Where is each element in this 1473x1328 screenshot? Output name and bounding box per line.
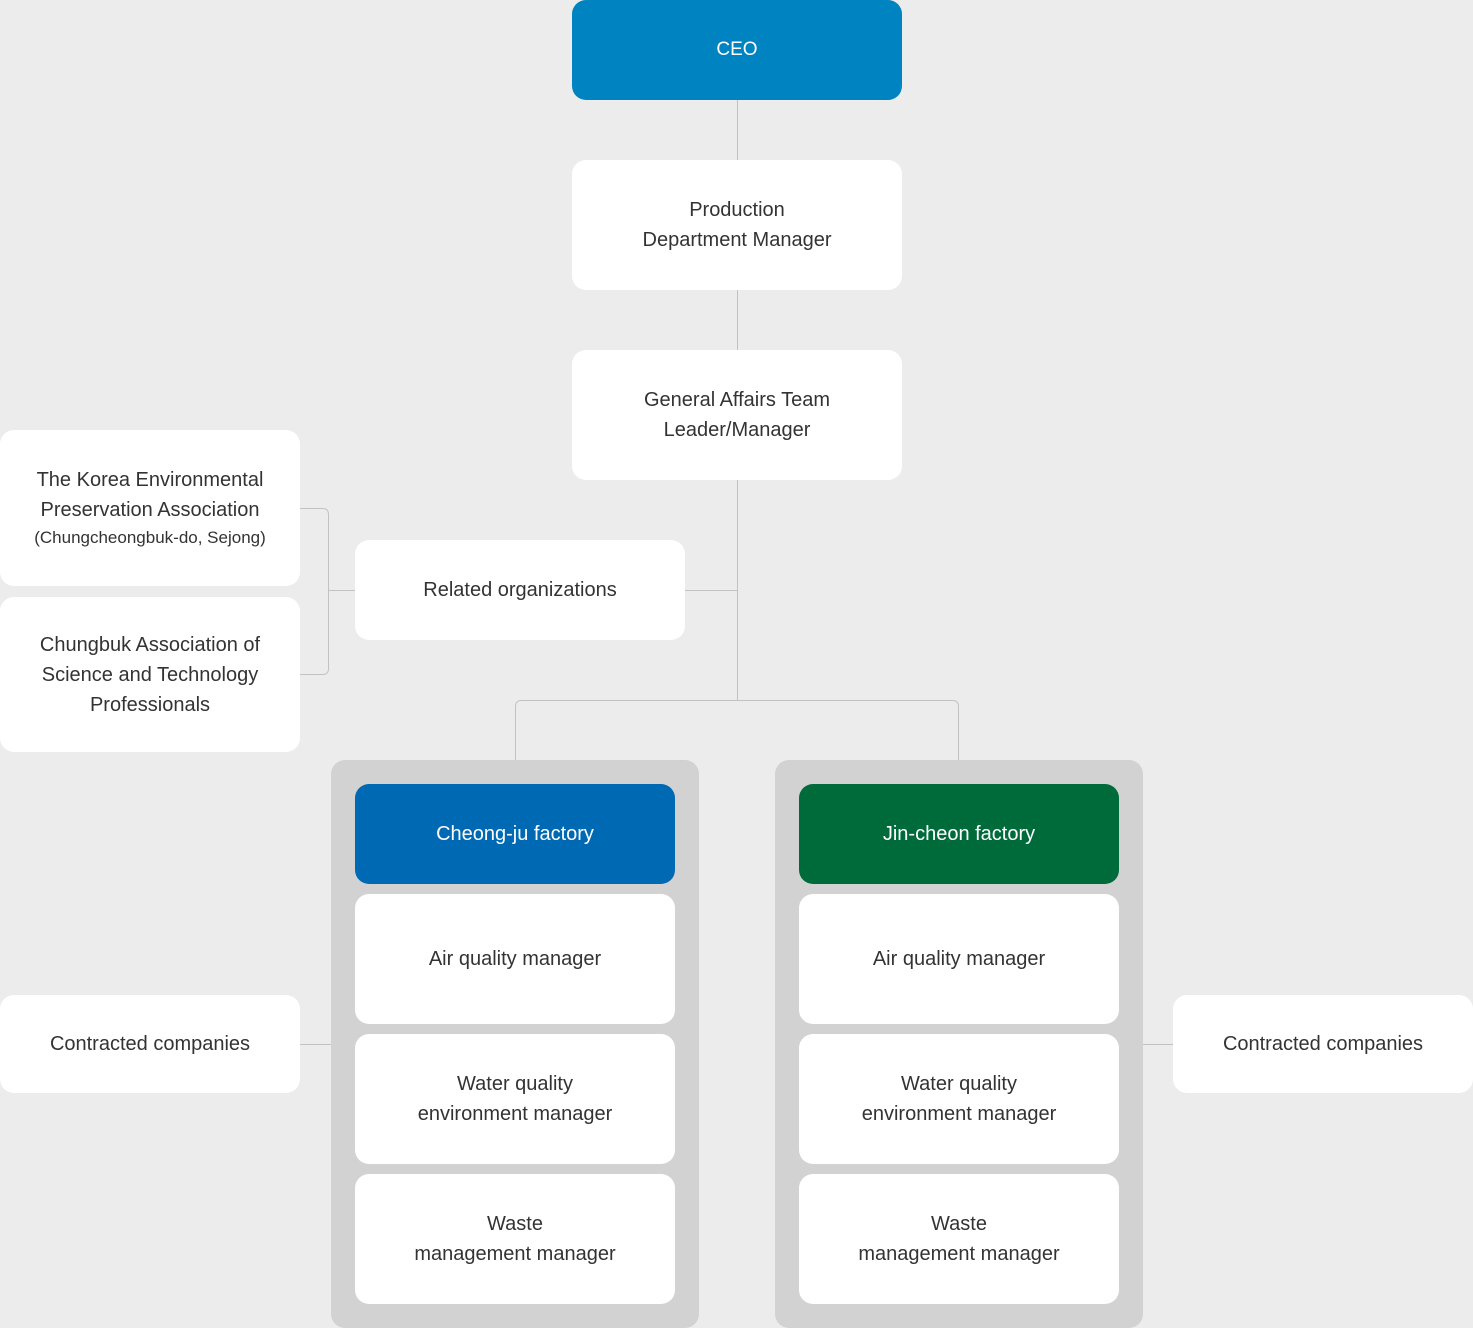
keepa-box: The Korea Environmental Preservation Ass…	[0, 430, 300, 586]
associations-bracket	[300, 508, 329, 675]
keepa-line2: Preservation Association	[40, 499, 260, 521]
cheongju-waste-line1: Waste	[487, 1213, 543, 1235]
contracted-companies-right-label: Contracted companies	[1222, 1033, 1424, 1055]
jincheon-factory-label: Jin-cheon factory	[882, 823, 1036, 845]
jincheon-water-quality-line2: environment manager	[861, 1103, 1057, 1125]
cheongju-water-quality-line2: environment manager	[417, 1103, 613, 1125]
jincheon-water-quality-line1: Water quality	[901, 1073, 1017, 1095]
production-department-manager-box: Production Department Manager	[572, 160, 902, 290]
contracted-companies-right-box: Contracted companies	[1173, 995, 1473, 1093]
production-manager-line2: Department Manager	[642, 229, 832, 251]
jincheon-air-quality-box: Air quality manager	[799, 894, 1119, 1024]
jincheon-factory-header: Jin-cheon factory	[799, 784, 1119, 884]
keepa-line1: The Korea Environmental	[36, 469, 264, 491]
factory-split-line	[515, 700, 959, 760]
related-organizations-label: Related organizations	[423, 579, 617, 601]
cheongju-factory-label: Cheong-ju factory	[436, 823, 594, 845]
contracted-companies-left-label: Contracted companies	[49, 1033, 251, 1055]
ceo-box: CEO	[572, 0, 902, 100]
cheongju-water-quality-line1: Water quality	[457, 1073, 573, 1095]
keepa-line3: (Chungcheongbuk-do, Sejong)	[34, 528, 266, 547]
ceo-label: CEO	[716, 39, 758, 60]
jincheon-waste-line1: Waste	[931, 1213, 987, 1235]
jincheon-waste-line2: management manager	[858, 1243, 1060, 1265]
chungbuk-line3: Professionals	[89, 693, 211, 716]
jincheon-air-quality-label: Air quality manager	[872, 948, 1046, 970]
chungbuk-line2: Science and Technology	[41, 663, 259, 686]
jincheon-water-quality-box: Water quality environment manager	[799, 1034, 1119, 1164]
cheongju-air-quality-box: Air quality manager	[355, 894, 675, 1024]
cheongju-factory-panel: Cheong-ju factory Air quality manager Wa…	[331, 760, 699, 1328]
general-affairs-line1: General Affairs Team	[643, 389, 831, 411]
related-organizations-box: Related organizations	[355, 540, 685, 640]
contracted-companies-left-box: Contracted companies	[0, 995, 300, 1093]
general-affairs-line2: Leader/Manager	[663, 419, 811, 441]
production-manager-line1: Production	[689, 199, 785, 221]
general-affairs-box: General Affairs Team Leader/Manager	[572, 350, 902, 480]
jincheon-waste-box: Waste management manager	[799, 1174, 1119, 1304]
cheongju-water-quality-box: Water quality environment manager	[355, 1034, 675, 1164]
cheongju-waste-box: Waste management manager	[355, 1174, 675, 1304]
chungbuk-association-box: Chungbuk Association of Science and Tech…	[0, 597, 300, 752]
cheongju-waste-line2: management manager	[414, 1243, 616, 1265]
cheongju-air-quality-label: Air quality manager	[428, 948, 602, 970]
jincheon-factory-panel: Jin-cheon factory Air quality manager Wa…	[775, 760, 1143, 1328]
chungbuk-line1: Chungbuk Association of	[39, 633, 261, 656]
cheongju-factory-header: Cheong-ju factory	[355, 784, 675, 884]
